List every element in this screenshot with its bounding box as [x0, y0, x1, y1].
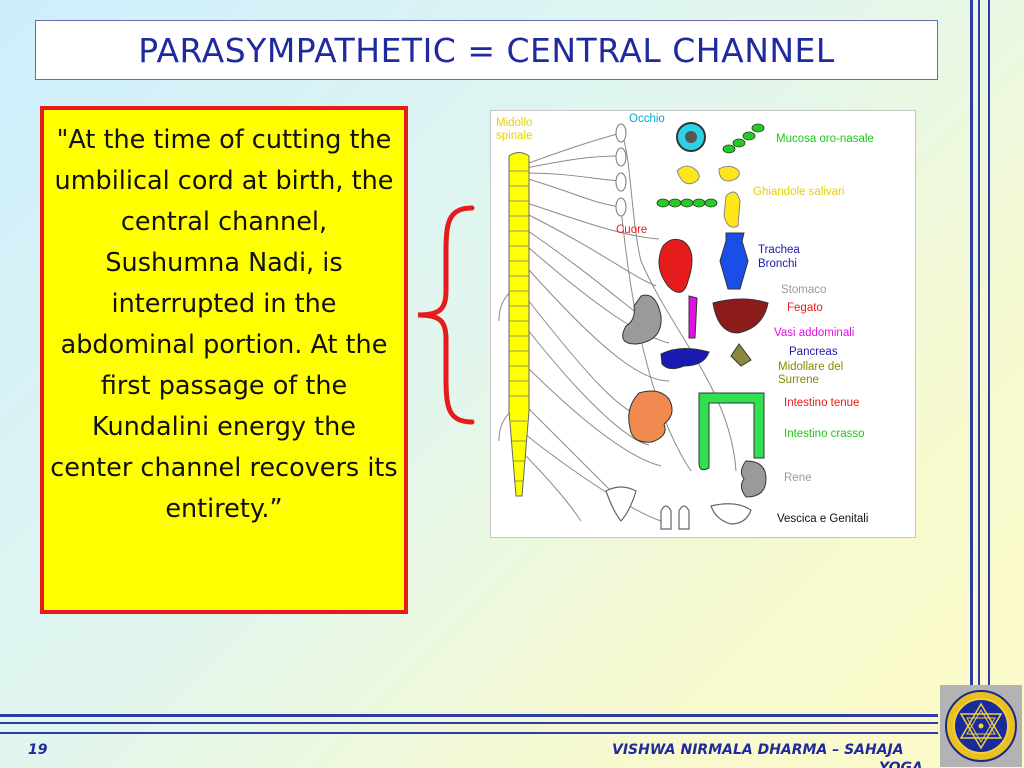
bottom-rule-bottom: [0, 732, 938, 734]
curly-brace-icon: [417, 205, 475, 425]
footer-text-line2: YOGA: [879, 760, 923, 768]
label-bronchi: Bronchi: [758, 258, 797, 270]
quote-box: "At the time of cutting the umbilical co…: [40, 106, 408, 614]
nervous-system-diagram: Midollo spinale Occhio Mucosa oro-nasale…: [490, 110, 916, 538]
quote-text: "At the time of cutting the umbilical co…: [50, 125, 398, 524]
bottom-rule-mid: [0, 722, 938, 724]
page-number: 19: [28, 742, 48, 758]
label-trachea: Trachea: [758, 244, 800, 256]
label-midollo: Midollo: [496, 117, 533, 129]
logo: [940, 685, 1022, 767]
right-rule-outer: [970, 0, 973, 700]
label-pancreas: Pancreas: [789, 346, 838, 358]
label-fegato: Fegato: [787, 302, 823, 314]
label-occhio: Occhio: [629, 113, 665, 125]
label-spinale: spinale: [496, 130, 533, 142]
label-cuore: Cuore: [616, 224, 648, 236]
label-intestino-tenue: Intestino tenue: [784, 397, 860, 409]
sri-yantra-icon: [945, 690, 1017, 762]
label-intestino-crasso: Intestino crasso: [784, 428, 865, 440]
right-rule-mid: [978, 0, 980, 690]
label-rene: Rene: [784, 472, 812, 484]
anatomy-illustration: [498, 122, 769, 530]
bottom-rule-top: [0, 714, 938, 717]
label-mucosa: Mucosa oro-nasale: [776, 133, 874, 145]
footer-text: VISHWA NIRMALA DHARMA – SAHAJA: [612, 742, 904, 758]
slide-title: PARASYMPATHETIC = CENTRAL CHANNEL: [138, 30, 835, 70]
label-vescica: Vescica e Genitali: [777, 513, 869, 525]
label-stomaco: Stomaco: [781, 284, 827, 296]
label-vasi: Vasi addominali: [774, 327, 855, 339]
label-ghiandole: Ghiandole salivari: [753, 186, 845, 198]
right-rule-inner: [988, 0, 990, 685]
title-box: PARASYMPATHETIC = CENTRAL CHANNEL: [35, 20, 938, 80]
label-surrene: Surrene: [778, 374, 819, 386]
label-midollare: Midollare del: [778, 361, 844, 373]
